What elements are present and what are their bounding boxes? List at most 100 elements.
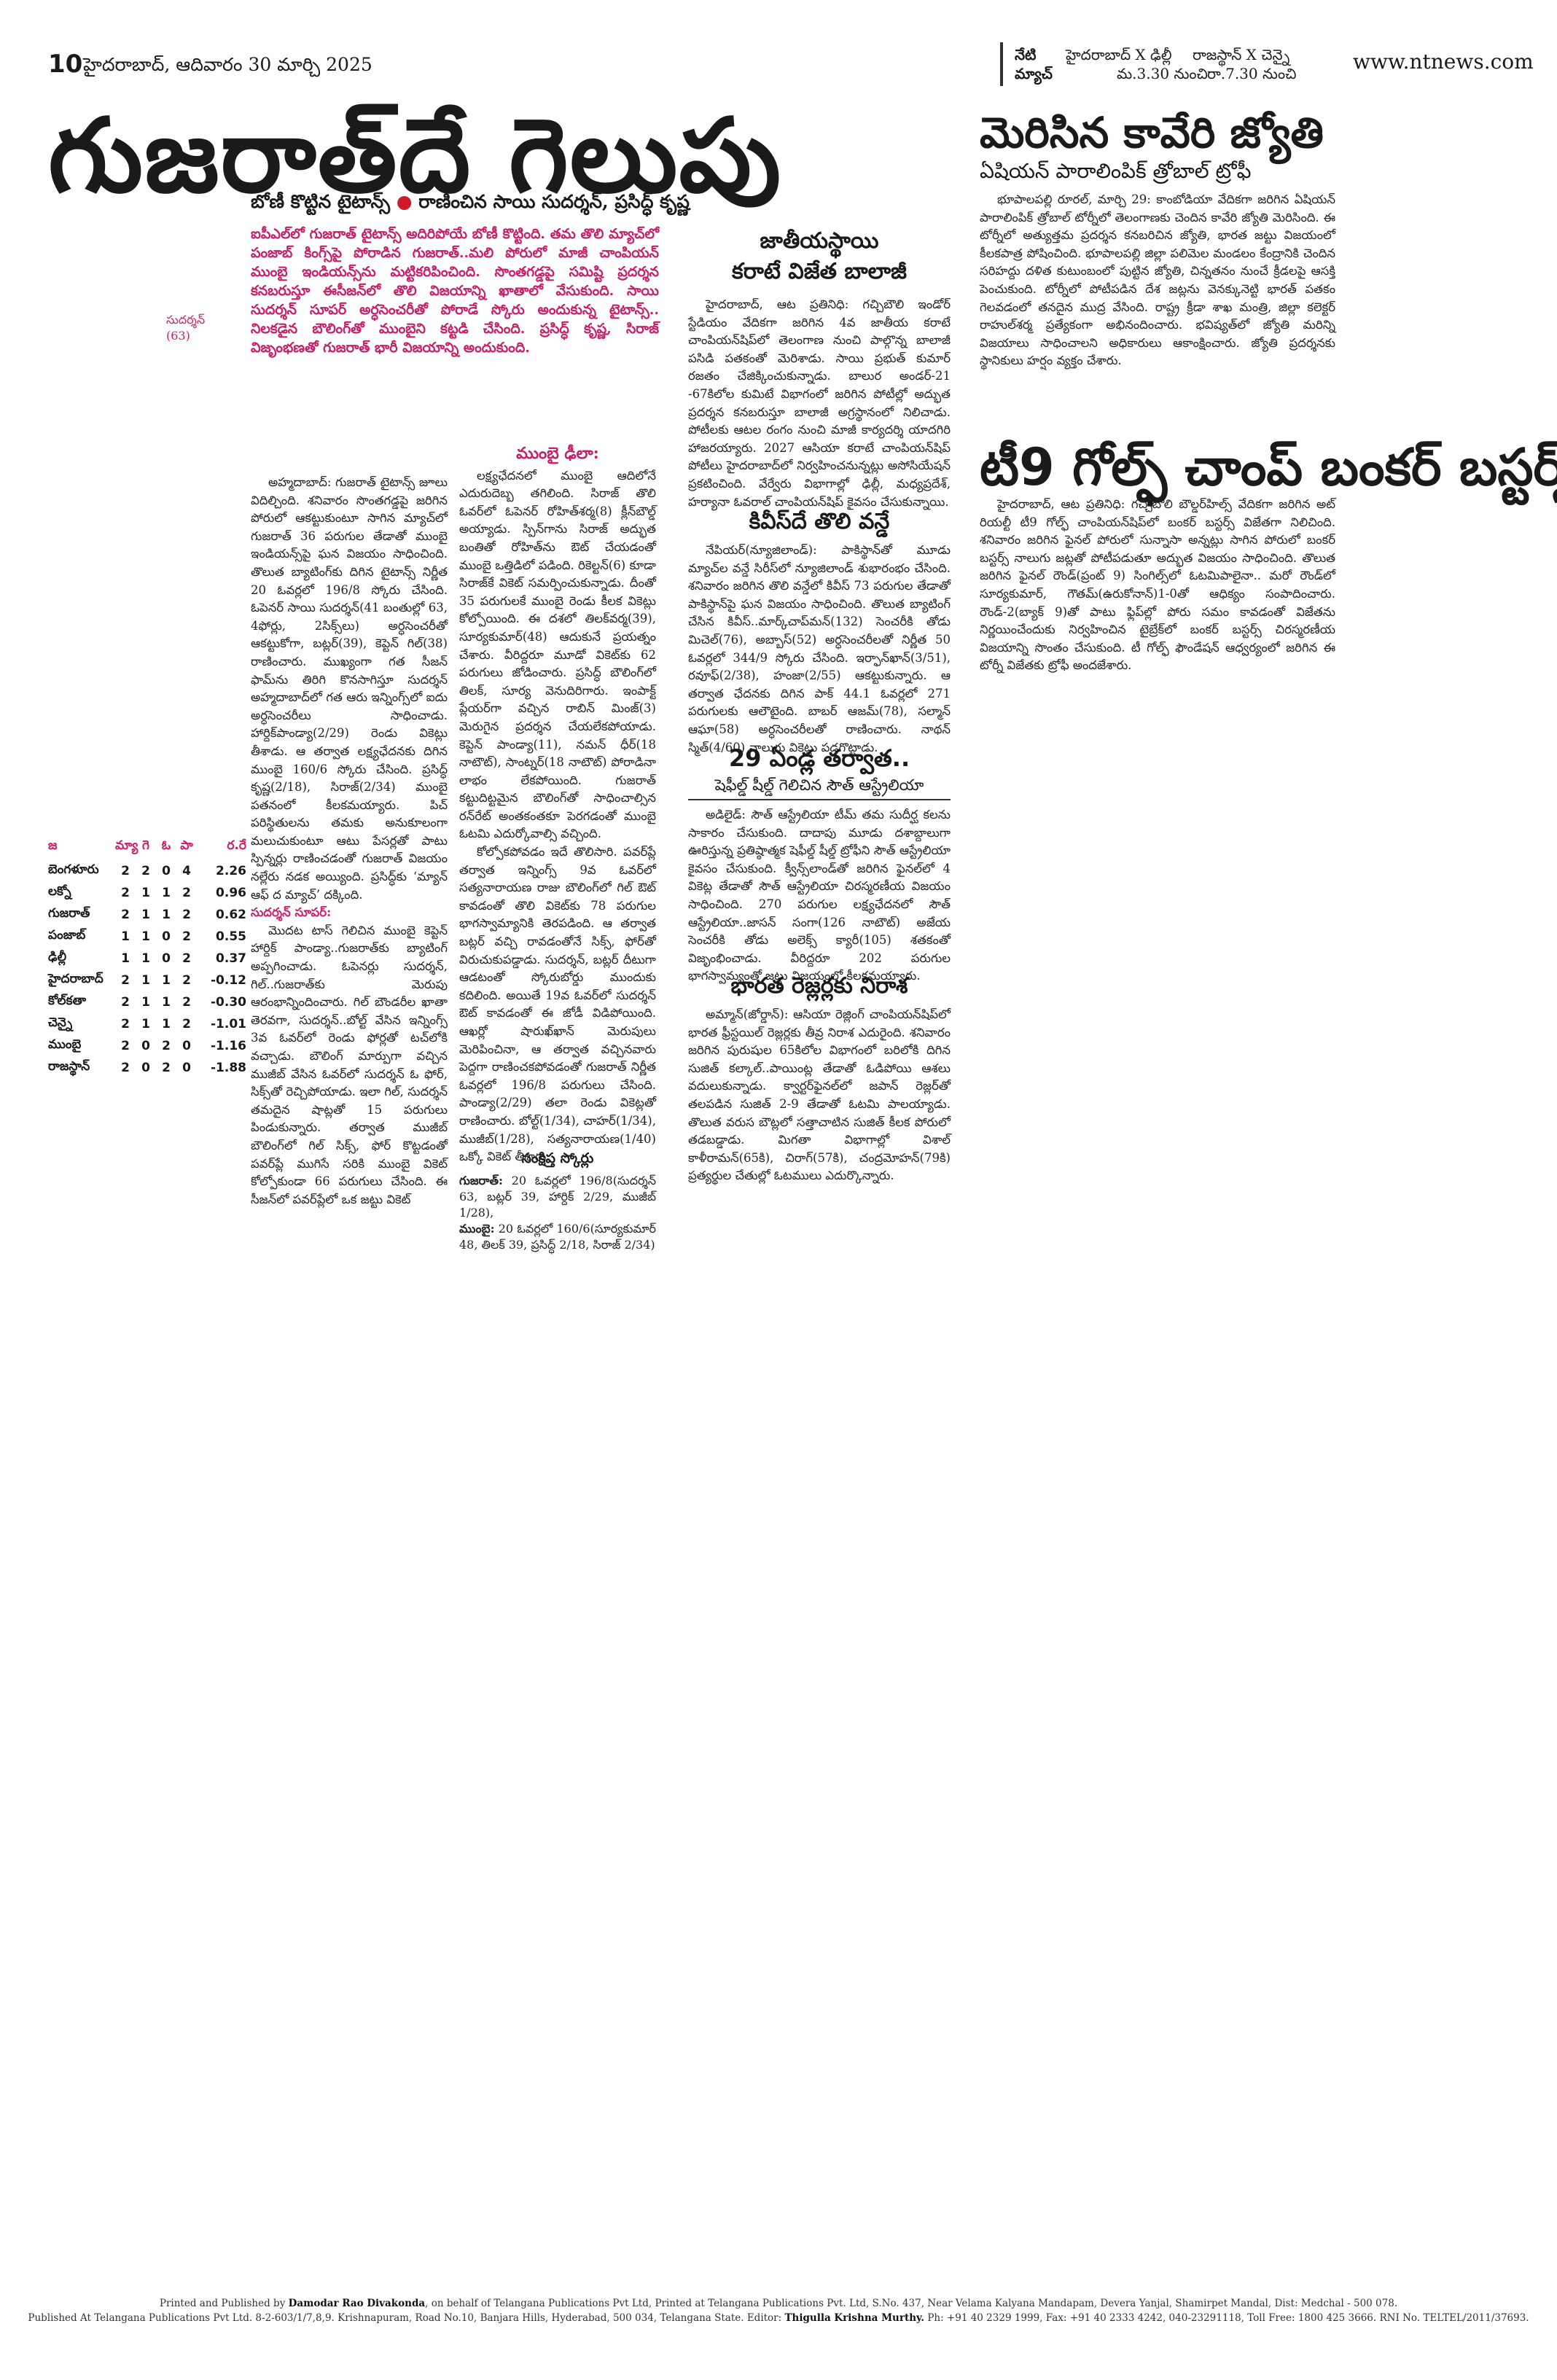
- lead-subhead: బోణీ కొట్టిన టైటాన్స్ ● రాణించిన సాయి సు…: [251, 191, 690, 217]
- col1-subheading: సుదర్శన్ సూపర్:: [251, 905, 332, 920]
- table-cell: 2: [182, 995, 191, 1010]
- table-cell: 1: [162, 973, 171, 988]
- table-cell: -1.16: [211, 1039, 246, 1053]
- imprint-footer: Printed and Published by Damodar Rao Div…: [0, 2296, 1557, 2325]
- page-number: 10: [48, 50, 83, 79]
- mi-label: ముంబై:: [459, 1222, 495, 1236]
- table-cell: 0: [141, 1039, 150, 1053]
- table-cell: 2: [182, 973, 191, 988]
- table-cell: 2: [182, 951, 191, 966]
- table-cell: -1.01: [211, 1017, 246, 1031]
- aus-divider: [688, 799, 951, 800]
- dateline: హైదరాబాద్, ఆదివారం 30 మార్చి 2025: [83, 54, 372, 75]
- table-cell: 1: [162, 1017, 171, 1031]
- aus-body: అడిలైడ్: సౌత్ ఆస్ట్రేలియా టీమ్ తమ సుదీర్…: [688, 808, 951, 983]
- lead-paragraph-2: మొదట టాస్ గెలిచిన ముంబై కెప్టెన్ హార్దిక…: [251, 923, 448, 1206]
- lead-lede: ఐపీఎల్‌లో గుజరాత్ టైటాన్స్ అదిరిపోయే బోణ…: [251, 226, 659, 356]
- lead-paragraph: అహ్మదాబాద్: గుజరాత్ టైటాన్స్ జూలు విదిల్…: [251, 475, 448, 902]
- table-cell: 0.62: [216, 908, 246, 922]
- lead-headline: గుజరాత్‌దే గెలుపు: [48, 97, 783, 216]
- table-cell: 2: [121, 973, 130, 988]
- table-cell: 2: [182, 886, 191, 900]
- table-cell: 1: [141, 951, 150, 966]
- team-name: ముంబై: [48, 1037, 82, 1052]
- subhead-right: రాణించిన సాయి సుదర్శన్, ప్రసిద్ధ్ కృష్ణ: [418, 191, 690, 212]
- table-cell: 2: [182, 929, 191, 944]
- bullet-icon: ●: [396, 191, 419, 212]
- table-cell: 0: [141, 1061, 150, 1075]
- table-cell: -0.30: [211, 995, 246, 1010]
- table-cell: 2: [141, 864, 150, 878]
- table-cell: 0: [182, 1061, 191, 1075]
- team-name: పంజాబ్: [48, 928, 86, 943]
- table-cell: 1: [141, 973, 150, 988]
- table-cell: 1: [141, 1017, 150, 1031]
- imprint-line-2: Published At Telangana Publications Pvt …: [28, 2312, 1529, 2324]
- table-cell: 0.37: [216, 951, 246, 966]
- golf-body: హైదరాబాద్, ఆట ప్రతినిధి: గచ్చిబౌలి బౌల్డ…: [980, 497, 1335, 673]
- website-url[interactable]: www.ntnews.com: [1353, 50, 1534, 74]
- subhead-left: బోణీ కొట్టిన టైటాన్స్: [251, 191, 391, 212]
- table-cell: 2: [121, 995, 130, 1010]
- match-divider: [1000, 42, 1003, 86]
- table-cell: 1: [121, 951, 130, 966]
- points-table-header: జ మ్యా గె ఓ పా ర.రే: [48, 838, 246, 853]
- team-name: ఢిల్లీ: [48, 950, 67, 964]
- kaveri-body: భూపాలపల్లి రూరల్, మార్చి 29: కాంబోడియా వ…: [980, 192, 1335, 368]
- table-cell: 0: [162, 951, 171, 966]
- table-cell: 2: [182, 908, 191, 922]
- gt-label: గుజరాత్:: [459, 1174, 503, 1187]
- kiwis-story: కివీస్‌దే తొలి వన్డే నేపియర్(న్యూజిలాండ్…: [688, 507, 951, 757]
- karate-body: హైదరాబాద్, ఆట ప్రతినిధి: గచ్చిబౌలి ఇండోర…: [688, 297, 951, 509]
- table-cell: 0: [162, 929, 171, 944]
- table-cell: 0: [162, 864, 171, 878]
- table-cell: -1.88: [211, 1061, 246, 1075]
- golf-body-block: హైదరాబాద్, ఆట ప్రతినిధి: గచ్చిబౌలి బౌల్డ…: [980, 496, 1335, 675]
- table-cell: 1: [141, 886, 150, 900]
- team-name: రాజస్థాన్: [48, 1059, 90, 1074]
- brief-scores-title: సంక్షిప్త స్కోర్లు: [521, 1150, 594, 1166]
- table-cell: 2: [121, 864, 130, 878]
- aus-title: 29 ఏండ్ల తర్వాత..: [728, 744, 910, 772]
- table-cell: 4: [182, 864, 191, 878]
- table-cell: 2: [162, 1039, 171, 1053]
- lead-body-col1: అహ్మదాబాద్: గుజరాత్ టైటాన్స్ జూలు విదిల్…: [251, 474, 448, 1209]
- table-cell: 1: [141, 995, 150, 1010]
- table-cell: 2: [182, 1017, 191, 1031]
- table-cell: 0: [182, 1039, 191, 1053]
- kiwis-title: కివీస్‌దే తొలి వన్డే: [749, 509, 890, 534]
- team-name: లక్నో: [48, 884, 71, 899]
- match-2-info: రాజస్థాన్ X చెన్నై రా.7.30 నుంచి: [1193, 46, 1297, 82]
- table-cell: 1: [162, 886, 171, 900]
- table-cell: 2: [121, 886, 130, 900]
- lead-paragraph-4: కోల్పోకపోవడం ఇదే తొలిసారి. పవర్‌ప్లే తర్…: [459, 845, 656, 1164]
- wrestling-body: అమ్మాన్(జోర్డాన్): ఆసియా రెజ్లింగ్ చాంపి…: [688, 1007, 951, 1183]
- imprint-line-1: Printed and Published by Damodar Rao Div…: [159, 2298, 1398, 2309]
- kaveri-title: మెరిసిన కావేరి జ్యోతి: [980, 108, 1324, 157]
- karate-title-1: జాతీయస్థాయి: [760, 228, 879, 254]
- table-cell: 1: [162, 995, 171, 1010]
- table-cell: 2: [121, 1061, 130, 1075]
- today-match-label: నేటి మ్యాచ్: [1015, 46, 1053, 82]
- brief-scores: సంక్షిప్త స్కోర్లు గుజరాత్: 20 ఓవర్లలో 1…: [459, 1150, 656, 1253]
- table-cell: 1: [121, 929, 130, 944]
- karate-title-2: కరాటే విజేత బాలాజీ: [732, 259, 907, 284]
- kaveri-body-block: భూపాలపల్లి రూరల్, మార్చి 29: కాంబోడియా వ…: [980, 191, 1335, 370]
- mi-score: 20 ఓవర్లలో 160/6(సూర్యకుమార్ 48, తిలక్ 3…: [459, 1222, 656, 1252]
- table-cell: 1: [141, 929, 150, 944]
- kiwis-body: నేపియర్(న్యూజిలాండ్): పాకిస్థాన్‌తో మూడు…: [688, 543, 951, 754]
- team-name: చెన్నై: [48, 1015, 73, 1030]
- aus-subtitle: షెఫీల్డ్ షీల్డ్ గెలిచిన సౌత్ ఆస్ట్రేలియా: [714, 776, 924, 794]
- table-cell: 2: [162, 1061, 171, 1075]
- table-cell: 2.26: [216, 864, 246, 878]
